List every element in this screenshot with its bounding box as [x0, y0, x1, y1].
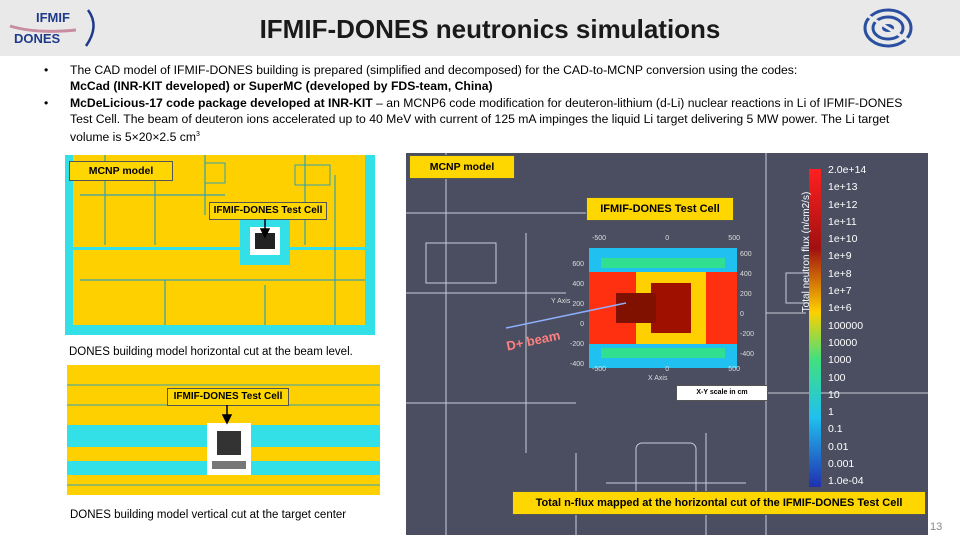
- bullet-list: • The CAD model of IFMIF-DONES building …: [40, 62, 920, 146]
- tick-label: -400: [570, 361, 585, 368]
- tick-label: 100: [828, 371, 846, 384]
- bullet-bold-text: McDeLicious-17 code package developed at…: [70, 96, 373, 110]
- tick-label: 600: [572, 261, 584, 268]
- tick-label: 600: [740, 251, 752, 258]
- tick-label: -200: [740, 331, 755, 338]
- bullet-bold-text: McCad (INR-KIT developed) or SuperMC (de…: [70, 79, 493, 93]
- tick-label: 1e+13: [828, 181, 858, 194]
- colorbar-tick-labels: 2.0e+14 1e+13 1e+12 1e+11 1e+10 1e+9 1e+…: [828, 162, 866, 491]
- flux-map-drawing: [406, 153, 928, 535]
- bullet-dot: •: [44, 96, 49, 110]
- test-cell-label: IFMIF-DONES Test Cell: [167, 388, 289, 406]
- tick-label: 200: [572, 301, 584, 308]
- logo-text-top: IFMIF: [36, 10, 70, 25]
- tick-label: 1e+7: [828, 285, 852, 298]
- bullet-dot: •: [44, 63, 49, 77]
- tick-label: 1e+8: [828, 267, 852, 280]
- vertical-cut-caption: DONES building model vertical cut at the…: [70, 509, 347, 521]
- tick-label: 1e+9: [828, 250, 852, 263]
- vertical-cut-image: IFMIF-DONES Test Cell: [67, 365, 380, 495]
- tick-label: -500: [592, 235, 607, 242]
- tick-label: 0.01: [828, 440, 849, 453]
- neutron-flux-map: MCNP model IFMIF-DONES Test Cell D+ beam…: [406, 153, 928, 535]
- tick-label: 1.0e-04: [828, 475, 864, 488]
- tick-label: 400: [572, 281, 584, 288]
- y-tick-labels-right: 600 400 200 0 -200 -400: [740, 245, 754, 365]
- tick-label: 500: [728, 366, 740, 373]
- tick-label: 500: [728, 235, 740, 242]
- x-tick-labels-top: -500 0 500: [592, 235, 740, 242]
- tick-label: -500: [592, 366, 607, 373]
- horizontal-cut-image: MCNP model IFMIF-DONES Test Cell: [65, 155, 375, 335]
- test-cell-label: IFMIF-DONES Test Cell: [209, 202, 327, 220]
- bullet-item: • The CAD model of IFMIF-DONES building …: [40, 62, 920, 94]
- ifmif-dones-logo: IFMIF DONES: [9, 9, 95, 47]
- tick-label: 100000: [828, 319, 864, 332]
- flux-map-caption: Total n-flux mapped at the horizontal cu…: [512, 491, 926, 515]
- y-axis-label: Y Axis: [551, 298, 571, 305]
- tick-label: 0: [580, 321, 584, 328]
- logo-text-bottom: DONES: [14, 31, 61, 46]
- horizontal-cut-drawing: [65, 155, 375, 335]
- tick-label: -400: [740, 351, 755, 358]
- y-tick-labels-left: 600 400 200 0 -200 -400: [570, 255, 584, 375]
- tick-label: 1000: [828, 354, 852, 367]
- bullet-item: • McDeLicious-17 code package developed …: [40, 95, 920, 145]
- page-title: IFMIF-DONES neutronics simulations: [259, 14, 721, 44]
- tick-label: 400: [740, 271, 752, 278]
- arrow-down-icon: [260, 219, 270, 239]
- tick-label: 2.0e+14: [828, 164, 867, 176]
- tick-label: 10000: [828, 336, 858, 349]
- scale-note: X-Y scale in cm: [676, 385, 768, 401]
- tick-label: 0: [740, 311, 744, 318]
- tick-label: 1e+12: [828, 198, 858, 211]
- tick-label: 10: [828, 388, 840, 401]
- mcnp-model-label: MCNP model: [409, 155, 515, 179]
- tick-label: 0: [665, 235, 670, 242]
- tick-label: -200: [570, 341, 585, 348]
- bullet-text: The CAD model of IFMIF-DONES building is…: [70, 63, 798, 77]
- x-tick-labels-bottom: -500 0 500: [592, 366, 740, 373]
- vertical-cut-drawing: [67, 365, 380, 495]
- colorbar: [809, 169, 821, 487]
- mcnp-model-label: MCNP model: [69, 161, 173, 181]
- x-axis-label: X Axis: [648, 375, 668, 382]
- superscript: 3: [196, 131, 200, 138]
- institution-logo: [863, 8, 913, 48]
- slide-header: IFMIF DONES IFMIF-DONES neutronics simul…: [0, 0, 960, 56]
- tick-label: 0.001: [828, 458, 855, 471]
- tick-label: 1e+11: [828, 215, 857, 228]
- tick-label: 200: [740, 291, 752, 298]
- arrow-down-icon: [222, 405, 232, 425]
- horizontal-cut-caption: DONES building model horizontal cut at t…: [69, 346, 353, 358]
- tick-label: 1e+6: [828, 302, 852, 315]
- tick-label: 1: [828, 406, 834, 419]
- test-cell-label: IFMIF-DONES Test Cell: [586, 197, 734, 221]
- page-number: 13: [930, 521, 943, 533]
- tick-label: 1e+10: [828, 233, 858, 246]
- tick-label: 0.1: [828, 423, 843, 436]
- bullet-text: – an MCNP6 code modification for deutero…: [70, 96, 903, 145]
- colorbar-title: Total neutron flux (n/cm2/s): [801, 191, 812, 313]
- tick-label: 0: [665, 366, 670, 373]
